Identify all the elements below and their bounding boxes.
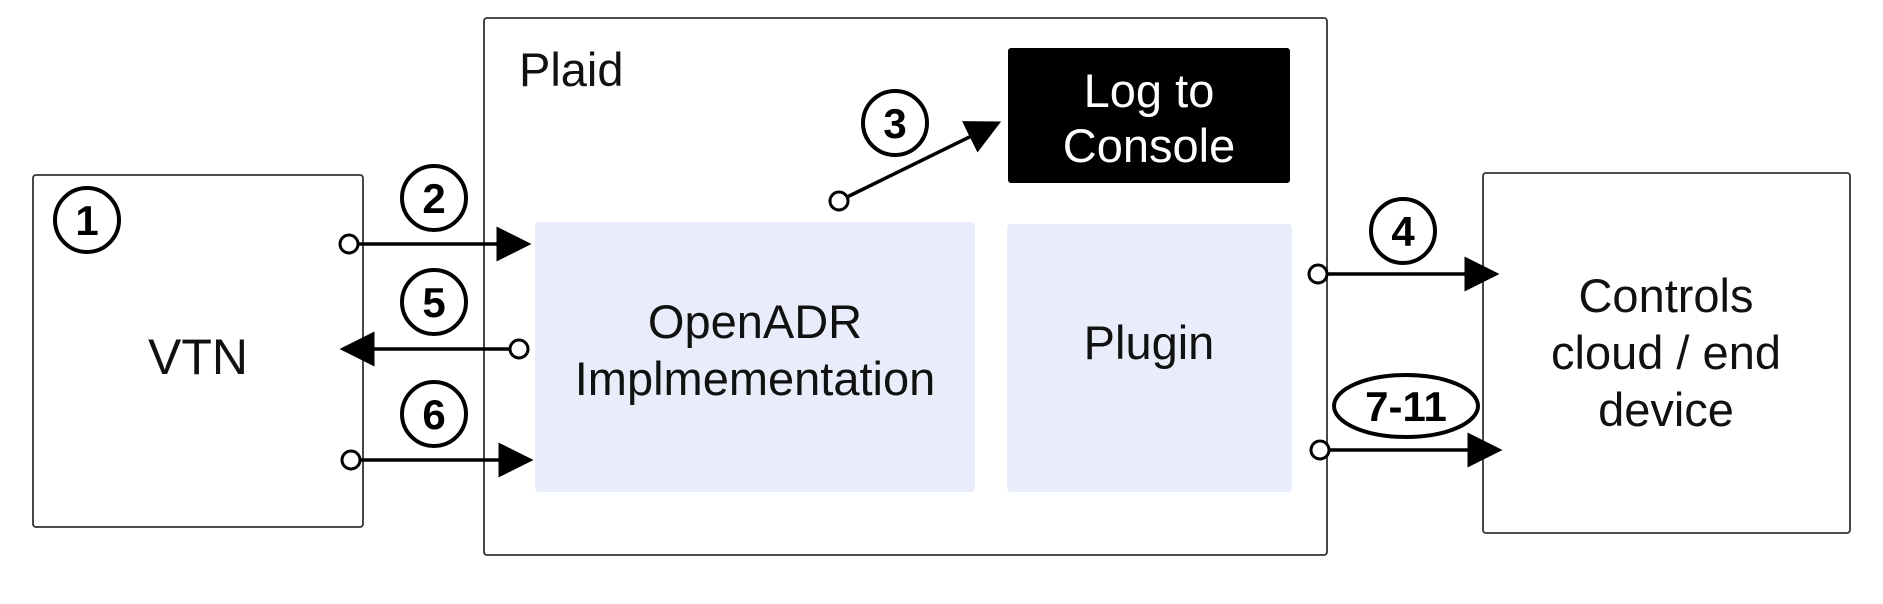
svg-text:3: 3 [883, 100, 906, 147]
step-badge-1: 1 [53, 186, 121, 254]
arrow-step-6 [340, 442, 534, 478]
arrow-step-3 [828, 121, 1002, 212]
openadr-label-line1: OpenADR [648, 295, 862, 348]
step-badge-2: 2 [400, 164, 468, 232]
controls-node: Controls cloud / end device [1482, 172, 1851, 534]
vtn-node: VTN 1 [32, 174, 364, 528]
svg-text:7-11: 7-11 [1365, 383, 1447, 430]
controls-label-line3: device [1598, 383, 1734, 436]
log-to-console-node: Log to Console [1008, 48, 1290, 183]
vtn-label: VTN [148, 329, 248, 385]
controls-label-line1: Controls [1578, 269, 1753, 322]
log-label-line2: Console [1063, 119, 1235, 172]
step-badge-4: 4 [1369, 197, 1437, 265]
plugin-node: Plugin [1007, 224, 1292, 492]
svg-text:2: 2 [422, 175, 445, 222]
step-badge-7-11: 7-11 [1332, 373, 1480, 439]
step-badge-6: 6 [400, 380, 468, 448]
arrow-step-4 [1307, 256, 1500, 292]
svg-text:6: 6 [422, 391, 445, 438]
arrow-step-7-11 [1309, 432, 1503, 468]
log-label-line1: Log to [1084, 64, 1215, 117]
controls-label-line2: cloud / end [1551, 326, 1781, 379]
arrow-step-5 [339, 331, 530, 367]
plugin-label: Plugin [1084, 316, 1215, 369]
openadr-implementation-node: OpenADR Implmementation [535, 222, 975, 492]
step-badge-5: 5 [400, 268, 468, 336]
step-badge-3: 3 [861, 89, 929, 157]
svg-text:1: 1 [75, 197, 98, 244]
plaid-label: Plaid [519, 43, 624, 96]
arrow-step-2 [338, 226, 532, 262]
svg-text:4: 4 [1391, 208, 1415, 255]
svg-text:5: 5 [422, 279, 445, 326]
openadr-label-line2: Implmementation [575, 352, 936, 405]
